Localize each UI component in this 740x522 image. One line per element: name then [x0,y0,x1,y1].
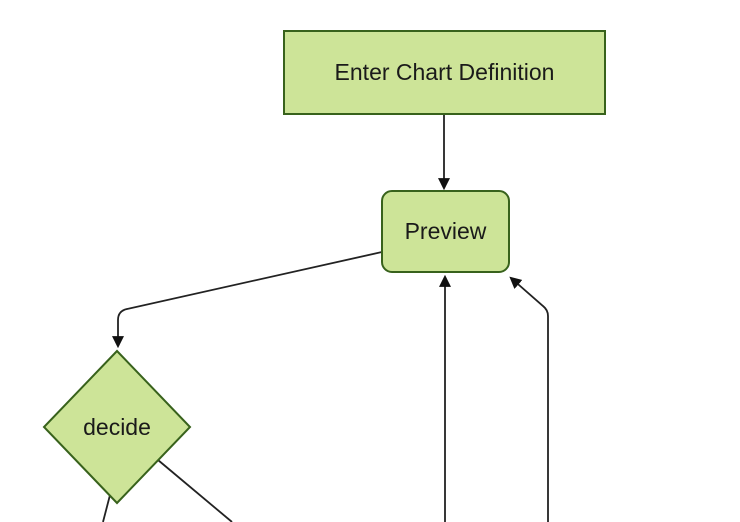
node-decide [42,349,192,505]
edge-preview-to-decide [112,251,383,349]
edge-decide-to-offscreen-left [102,494,111,522]
node-preview [381,190,510,273]
edge-decide-to-offscreen-right [157,459,233,522]
edge-offscreen-right-to-preview [509,276,549,522]
node-enter-chart-definition [283,30,606,115]
